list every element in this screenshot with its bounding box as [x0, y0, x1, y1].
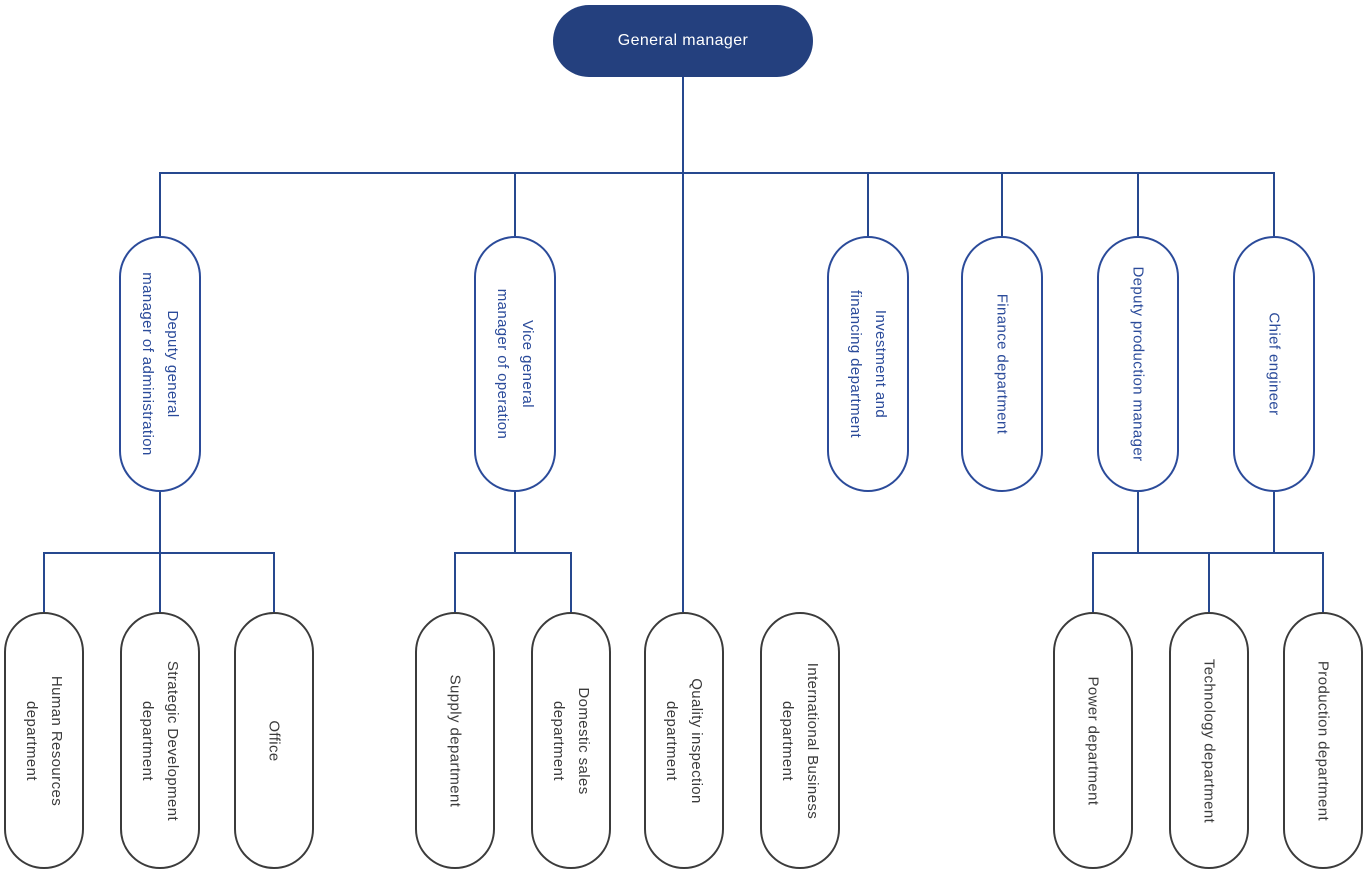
- node-investment-financing-department: Investment and financing department: [827, 236, 909, 492]
- node-label: Office: [265, 719, 283, 762]
- node-quality-inspection-department: Quality inspection department: [644, 612, 724, 869]
- node-label: Vice general manager of operation: [494, 288, 536, 440]
- connector-drop-supply: [454, 554, 456, 612]
- node-label: Domestic sales department: [550, 686, 592, 795]
- node-technology-department: Technology department: [1169, 612, 1249, 869]
- node-label: Strategic Development department: [139, 660, 181, 821]
- node-human-resources-department: Human Resources department: [4, 612, 84, 869]
- connector-center-trunk-to-quality: [682, 174, 684, 612]
- connector-drop-strategic: [159, 554, 161, 612]
- connector-drop-investment: [867, 174, 869, 236]
- node-label: International Business department: [779, 662, 821, 819]
- node-chief-engineer: Chief engineer: [1233, 236, 1315, 492]
- node-international-business-department: International Business department: [760, 612, 840, 869]
- connector-drop-chief-engineer: [1273, 174, 1275, 236]
- connector-level1-bus: [159, 172, 1275, 174]
- node-label: Supply department: [446, 674, 464, 807]
- node-supply-department: Supply department: [415, 612, 495, 869]
- connector-drop-operation: [514, 174, 516, 236]
- connector-drop-finance: [1001, 174, 1003, 236]
- node-general-manager: General manager: [553, 5, 813, 77]
- node-finance-department: Finance department: [961, 236, 1043, 492]
- connector-drop-admin: [159, 174, 161, 236]
- node-office: Office: [234, 612, 314, 869]
- node-label: Technology department: [1200, 658, 1218, 823]
- connector-admin-trunk: [159, 492, 161, 553]
- node-deputy-production-manager: Deputy production manager: [1097, 236, 1179, 492]
- node-label: Chief engineer: [1265, 312, 1283, 416]
- node-label: Human Resources department: [23, 675, 65, 806]
- connector-root-trunk: [682, 77, 684, 173]
- node-label: Production department: [1314, 660, 1332, 821]
- connector-drop-office: [273, 554, 275, 612]
- connector-drop-power: [1092, 554, 1094, 612]
- connector-drop-domestic: [570, 554, 572, 612]
- node-vice-general-manager-operation: Vice general manager of operation: [474, 236, 556, 492]
- node-label: Investment and financing department: [847, 289, 889, 439]
- connector-production-manager-trunk: [1137, 492, 1139, 553]
- node-power-department: Power department: [1053, 612, 1133, 869]
- node-general-manager-label: General manager: [617, 32, 749, 49]
- connector-admin-bus: [43, 552, 275, 554]
- connector-production-bus: [1092, 552, 1324, 554]
- node-label: Finance department: [993, 293, 1011, 435]
- node-production-department: Production department: [1283, 612, 1363, 869]
- connector-operation-bus: [454, 552, 572, 554]
- node-deputy-general-manager-administration: Deputy general manager of administration: [119, 236, 201, 492]
- node-label: Quality inspection department: [663, 677, 705, 804]
- node-label: Power department: [1084, 676, 1102, 805]
- node-label: Deputy production manager: [1129, 266, 1147, 462]
- node-label: Deputy general manager of administration: [139, 272, 181, 456]
- connector-operation-trunk: [514, 492, 516, 553]
- connector-chief-engineer-trunk: [1273, 492, 1275, 553]
- connector-drop-technology: [1208, 554, 1210, 612]
- node-domestic-sales-department: Domestic sales department: [531, 612, 611, 869]
- connector-drop-production-manager: [1137, 174, 1139, 236]
- connector-drop-production-dept: [1322, 554, 1324, 612]
- node-strategic-development-department: Strategic Development department: [120, 612, 200, 869]
- connector-drop-hr: [43, 554, 45, 612]
